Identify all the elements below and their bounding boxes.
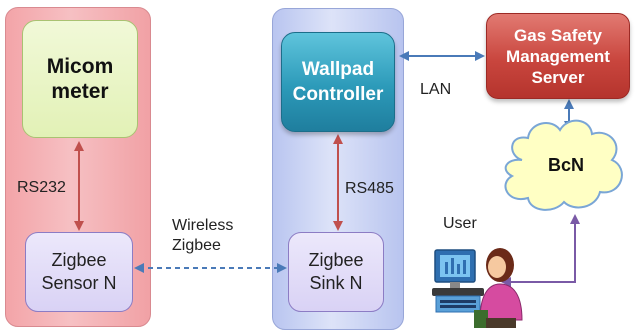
rs232-label: RS232 [17,179,66,196]
gas-safety-server-box: Gas Safety Management Server [486,13,630,99]
wireless-zigbee-label: Wireless Zigbee [172,217,234,254]
wallpad-controller-label: Wallpad Controller [292,59,384,105]
gas-safety-server-label: Gas Safety Management Server [506,25,610,87]
micom-meter-label: Micom meter [46,55,114,103]
lan-label: LAN [420,81,452,98]
zigbee-sink-label: Zigbee Sink N [308,250,364,293]
wallpad-controller-box: Wallpad Controller [281,32,395,132]
micom-meter-box: Micom meter [22,20,138,138]
zigbee-sensor-label: Zigbee Sensor N [41,250,117,293]
bcn-label: BcN [547,155,584,175]
rs485-label: RS485 [345,180,394,197]
user-computer-icon [432,248,523,328]
zigbee-sink-box: Zigbee Sink N [288,232,384,312]
bcn-cloud-shape [504,119,623,211]
user-label: User [443,215,477,232]
zigbee-sensor-box: Zigbee Sensor N [25,232,133,312]
bcn-user-arrow [501,214,580,287]
